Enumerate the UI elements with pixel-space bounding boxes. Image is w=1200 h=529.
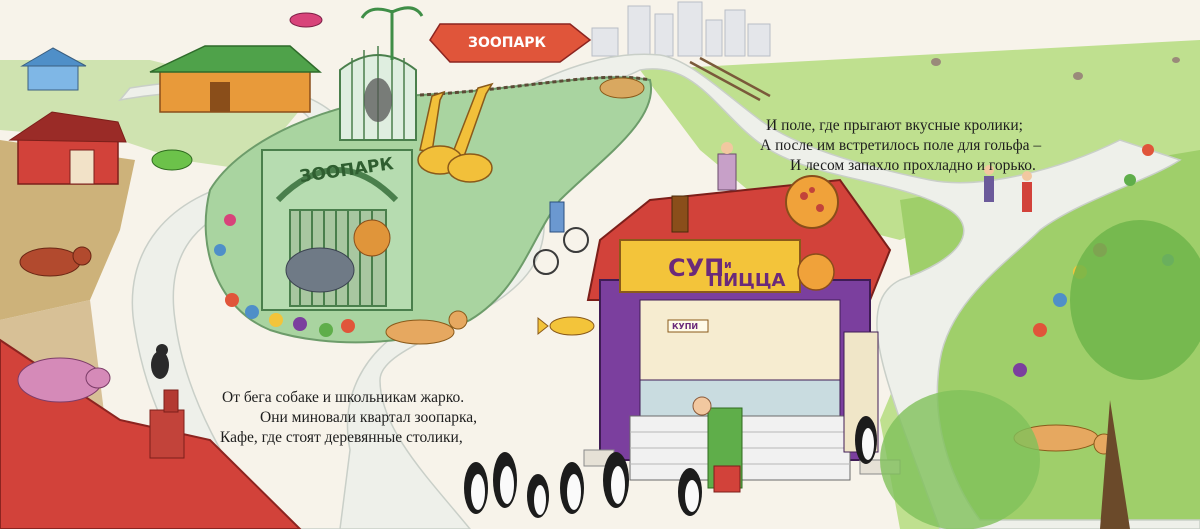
pizza-sign	[785, 175, 839, 291]
verse-right-line-1: И поле, где прыгают вкусные кролики;	[766, 117, 1023, 134]
cafe-and-sign: и	[724, 258, 732, 271]
ranch-fence	[689, 56, 771, 102]
verse-left: От бега собаке и школьникам жарко. Они м…	[220, 388, 478, 448]
verse-right-line-2: А после им встретилось поле для гольфа –	[760, 137, 1042, 154]
schoolchildren-left	[214, 214, 355, 337]
elephant	[285, 247, 355, 293]
gorilla-cage	[339, 46, 417, 141]
city-skyline	[591, 1, 771, 57]
penguins	[464, 416, 877, 518]
zookeeper-in-green	[692, 396, 743, 493]
verse-right: И поле, где прыгают вкусные кролики; А п…	[760, 116, 1041, 176]
walking-woman	[717, 142, 737, 191]
cyclist	[533, 201, 589, 275]
chimney	[149, 389, 185, 459]
red-farm-shed	[8, 111, 127, 185]
running-dog-left	[385, 310, 468, 345]
zoo-top-sign: ЗООПАРК	[468, 35, 547, 51]
verse-left-line-1: От бега собаке и школьникам жарко.	[222, 389, 465, 406]
verse-left-line-2: Они миновали квартал зоопарка,	[260, 409, 478, 426]
forest-trees	[880, 220, 1200, 529]
orange-pavilion	[149, 45, 323, 113]
verse-left-line-3: Кафе, где стоят деревянные столики,	[220, 429, 463, 446]
blue-house	[20, 47, 87, 91]
lion	[353, 219, 391, 257]
pig	[17, 357, 111, 403]
zoo-fox-sign	[429, 23, 592, 63]
bull	[19, 246, 92, 277]
cafe-soup-sign: СУП	[668, 254, 724, 282]
parrot	[289, 12, 323, 28]
crow	[151, 344, 169, 379]
cafe-menu-text: КУПИ	[672, 322, 698, 331]
camel	[599, 77, 645, 99]
green-car	[151, 149, 193, 171]
palm-tree	[360, 6, 424, 60]
cafe-menu-board	[667, 319, 709, 333]
cafe-pizza-sign: ПИЦЦА	[708, 270, 786, 291]
zoo-fence	[419, 75, 651, 97]
giraffes	[417, 82, 494, 183]
fish-sign	[537, 316, 595, 336]
golfers	[984, 165, 1032, 212]
farm-field	[0, 140, 135, 320]
rabbits	[931, 57, 1180, 80]
verse-right-line-3: И лесом запахло прохладно и горько.	[790, 157, 1036, 174]
